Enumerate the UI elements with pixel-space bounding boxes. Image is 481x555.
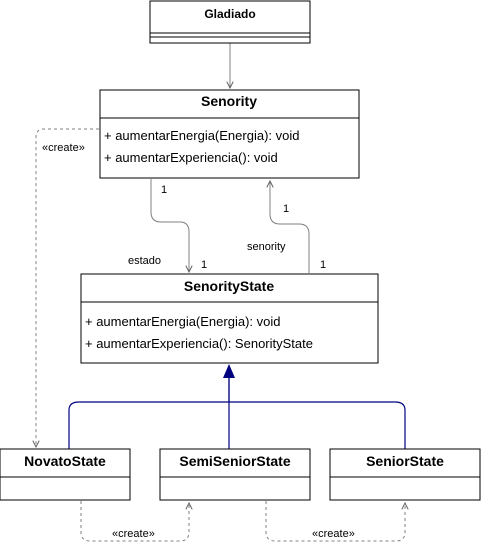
edge-generalization-senior xyxy=(229,401,406,449)
multiplicity-senority-source: 1 xyxy=(161,184,167,196)
class-title: SenorityState xyxy=(184,278,274,294)
multiplicity-state-source: 1 xyxy=(320,259,326,271)
class-title: SemiSeniorState xyxy=(179,453,290,469)
class-title: Gladiado xyxy=(204,7,255,21)
create-label-semisenior-senior: «create» xyxy=(312,528,355,540)
edge-generalization-novato xyxy=(68,378,230,449)
class-title: SeniorState xyxy=(366,453,444,469)
edge-create-novato xyxy=(36,128,99,447)
method: + aumentarEnergia(Energia): void xyxy=(85,314,280,329)
class-title: NovatoState xyxy=(24,453,106,469)
class-gladiado[interactable]: Gladiado xyxy=(149,0,311,44)
role-estado: estado xyxy=(128,255,161,267)
generalization-arrowhead xyxy=(223,364,235,378)
multiplicity-estado-target: 1 xyxy=(201,259,207,271)
create-label-novato-semisenior: «create» xyxy=(112,528,155,540)
class-semi-senior-state[interactable]: SemiSeniorState xyxy=(159,448,311,501)
create-label-senority-novato: «create» xyxy=(42,142,85,154)
method: + aumentarExperiencia(): void xyxy=(104,150,278,165)
role-senority: senority xyxy=(247,241,286,253)
edge-state-senority-back xyxy=(270,181,310,273)
edge-senority-state-estado xyxy=(150,179,189,272)
edge-create-novato-semisenior xyxy=(80,501,189,542)
class-senior-state[interactable]: SeniorState xyxy=(329,448,481,501)
class-senority[interactable]: Senority + aumentarEnergia(Energia): voi… xyxy=(99,89,360,179)
multiplicity-senority-target: 1 xyxy=(283,203,289,215)
class-senority-state[interactable]: SenorityState + aumentarEnergia(Energia)… xyxy=(80,273,379,364)
method: + aumentarExperiencia(): SenorityState xyxy=(85,336,313,351)
class-title: Senority xyxy=(201,93,257,109)
method: + aumentarEnergia(Energia): void xyxy=(104,128,299,143)
class-novato-state[interactable]: NovatoState xyxy=(0,448,131,501)
